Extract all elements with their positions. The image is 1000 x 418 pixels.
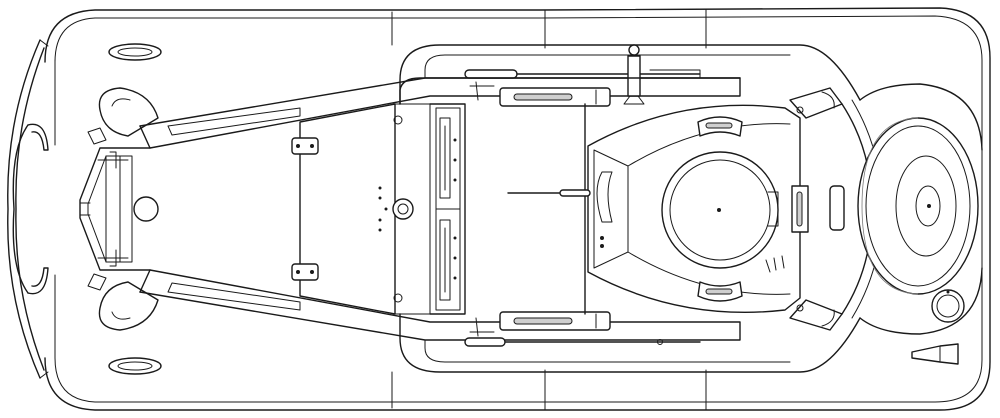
- bracket-top: [291, 137, 319, 155]
- headlight-top: [87, 87, 159, 145]
- rear-section: [859, 83, 983, 335]
- floor-panel: [291, 103, 431, 315]
- chassis-frame: [79, 77, 741, 341]
- front-lamp-bottom: [108, 357, 162, 375]
- side-pad-bottom: [469, 311, 611, 337]
- headlight-bottom: [87, 273, 159, 331]
- tail-light: [911, 343, 959, 365]
- front-bumper: [7, 39, 49, 379]
- cockpit-tub: [399, 44, 861, 373]
- gear-lever: [507, 189, 591, 197]
- seat-cushion: [661, 116, 809, 302]
- bracket-bottom: [291, 263, 319, 281]
- front-lamp-top: [108, 43, 162, 61]
- rear-hoop-bottom: [789, 299, 843, 331]
- fuel-cap: [931, 289, 965, 323]
- body-outline: [44, 7, 991, 411]
- side-pad-top: [469, 81, 611, 107]
- spare-wheel: [857, 117, 979, 295]
- rear-hoop-top: [789, 87, 843, 119]
- bottom-linkage: [464, 337, 701, 347]
- top-linkage: [464, 44, 701, 105]
- seat-frame: [584, 103, 801, 315]
